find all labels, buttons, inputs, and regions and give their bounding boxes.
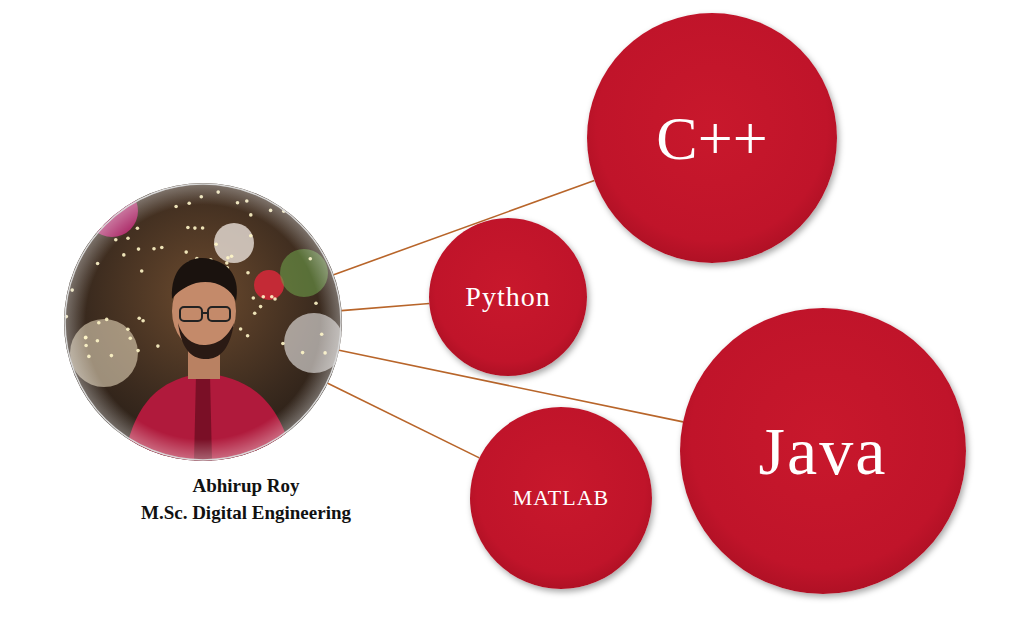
- skill-circle: C++: [587, 13, 837, 263]
- degree-text: M.Sc. Digital Engineering: [141, 502, 351, 525]
- portrait-photo: [64, 183, 342, 461]
- connector-line: [342, 304, 430, 311]
- skill-label: C++: [656, 107, 767, 169]
- skill-label: Python: [465, 283, 550, 311]
- skill-circle: Python: [429, 218, 587, 376]
- connector-line: [328, 383, 480, 458]
- skill-circle: MATLAB: [470, 407, 652, 589]
- profile-circle: Abhirup RoyM.Sc. Digital Engineering: [64, 183, 342, 461]
- skill-circle: Java: [680, 308, 966, 594]
- skill-label: MATLAB: [513, 487, 609, 509]
- person-name: Abhirup Roy: [192, 475, 299, 498]
- skill-label: Java: [759, 417, 888, 485]
